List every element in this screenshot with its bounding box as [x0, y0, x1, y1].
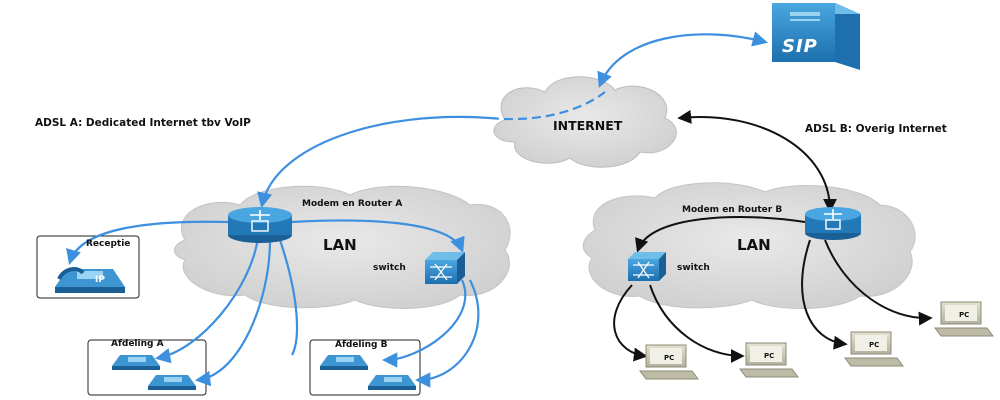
switch-b-label: switch [677, 263, 710, 273]
internet-cloud-icon [493, 76, 677, 168]
adsl-a-label: ADSL A: Dedicated Internet tbv VoIP [35, 117, 251, 129]
pc-4-label: PC [959, 311, 970, 319]
adsl-b-label: ADSL B: Overig Internet [805, 123, 947, 135]
ip-phone-receptie-icon [55, 267, 125, 293]
pc-2-label: PC [764, 352, 775, 360]
ip-phone-afdeling-a1-icon [112, 355, 160, 370]
ip-phone-afdeling-a2-icon [148, 375, 196, 390]
switch-b-icon [628, 252, 666, 281]
link-router-a-phone-a2 [194, 239, 272, 387]
link-internet-dash [489, 91, 606, 121]
link-router-b-switch-b [635, 216, 806, 253]
sip-label: SIP [782, 36, 818, 57]
link-switch-a-phone-b1 [381, 279, 467, 368]
voip-links [66, 31, 768, 388]
afdeling-a-label: Afdeling A [111, 339, 164, 349]
link-internet-router-b [677, 109, 837, 213]
switch-a-label: switch [373, 263, 406, 273]
link-switch-b-pc1 [613, 284, 648, 362]
router-b-icon [805, 207, 861, 240]
link-router-b-pc4 [824, 239, 933, 326]
link-router-a-switch-a [291, 219, 465, 253]
pc-1-label: PC [664, 354, 675, 362]
router-a-icon [228, 207, 292, 243]
pc-1-icon [639, 344, 699, 380]
pc-3-label: PC [869, 341, 880, 349]
pc-3-icon [844, 331, 904, 367]
link-router-b-pc3 [801, 239, 848, 350]
lan-a-label: LAN [323, 236, 357, 254]
pc-2-icon [739, 342, 799, 378]
switch-a-icon [425, 252, 465, 284]
pc-4-icon [934, 301, 994, 337]
sip-server-icon [772, 3, 860, 70]
link-router-a-phone-a1 [154, 237, 260, 364]
data-links [613, 109, 933, 363]
receptie-label: Receptie [86, 239, 131, 249]
router-b-label: Modem en Router B [682, 205, 783, 215]
ip-phone-afdeling-b2-icon [368, 375, 416, 390]
ip-phone-afdeling-b1-icon [320, 355, 368, 370]
link-sip-internet [597, 31, 768, 88]
router-a-label: Modem en Router A [302, 199, 403, 209]
internet-label: INTERNET [553, 118, 623, 133]
lan-b-label: LAN [737, 236, 771, 254]
link-router-a-receptie [66, 220, 229, 265]
link-switch-b-pc2 [649, 284, 745, 363]
link-router-a-down [278, 239, 299, 356]
ip-phone-label: IP [95, 275, 105, 285]
link-internet-router-a [257, 115, 491, 209]
afdeling-b-label: Afdeling B [335, 340, 388, 350]
link-switch-a-phone-b2 [414, 279, 480, 388]
